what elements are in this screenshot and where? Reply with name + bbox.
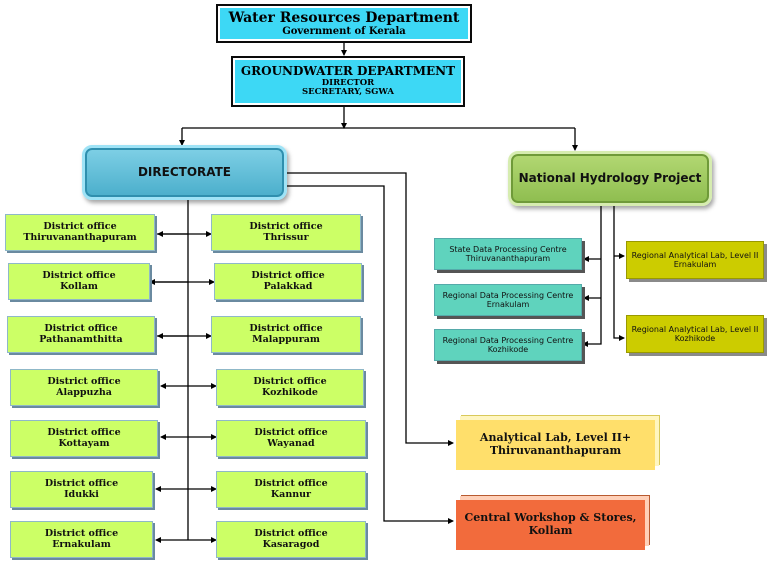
directorate-box: DIRECTORATE	[82, 145, 287, 200]
office-line2: Kottayam	[58, 437, 110, 449]
office-line2: Palakkad	[263, 280, 313, 292]
gw-line2: SECRETARY, SGWA	[301, 87, 395, 98]
office-line1: District office	[47, 426, 121, 438]
gw-line1: DIRECTOR	[321, 77, 375, 88]
lab-line2: Kozhikode	[674, 334, 716, 343]
office-line1: District office	[249, 322, 323, 334]
office-line2: Kollam	[60, 280, 98, 292]
lab-line1: Regional Analytical Lab, Level II	[631, 324, 759, 334]
office-line2: Idukki	[64, 488, 99, 500]
groundwater-dept-box: GROUNDWATER DEPARTMENT DIRECTOR SECRETAR…	[231, 56, 465, 107]
district-office-right-4: District office Kozhikode	[216, 369, 364, 406]
centre-line2: Ernakulam	[486, 300, 530, 309]
district-office-right-5: District office Wayanad	[216, 420, 366, 457]
district-office-left-3: District office Pathanamthitta	[7, 316, 155, 353]
analytical-lab-box: Analytical Lab, Level II+ Thiruvananthap…	[456, 420, 655, 470]
centre-line1: Regional Data Processing Centre	[442, 290, 574, 300]
office-line1: District office	[44, 477, 119, 489]
nhp-label: National Hydrology Project	[518, 170, 702, 185]
top-subtitle: Government of Kerala	[282, 25, 406, 37]
office-line1: District office	[254, 426, 328, 438]
district-office-left-6: District office Idukki	[10, 471, 153, 508]
centre-line1: State Data Processing Centre	[449, 244, 567, 254]
regional-data-processing-centre-ernakulam: Regional Data Processing Centre Ernakula…	[434, 284, 582, 316]
office-line1: District office	[44, 527, 119, 539]
state-data-processing-centre: State Data Processing Centre Thiruvanant…	[434, 238, 582, 270]
directorate-label: DIRECTORATE	[137, 164, 232, 179]
centre-line2: Thiruvananthapuram	[465, 254, 551, 263]
analytical-line2: Thiruvananthapuram	[489, 444, 622, 457]
district-office-right-3: District office Malappuram	[211, 316, 361, 353]
district-office-left-2: District office Kollam	[8, 263, 150, 300]
office-line1: District office	[253, 375, 327, 387]
district-office-left-4: District office Alappuzha	[10, 369, 158, 406]
district-office-left-1: District office Thiruvananthapuram	[5, 214, 155, 251]
district-office-left-7: District office Ernakulam	[10, 521, 153, 558]
office-line2: Kozhikode	[262, 386, 318, 398]
regional-data-processing-centre-kozhikode: Regional Data Processing Centre Kozhikod…	[434, 329, 582, 361]
office-line1: District office	[251, 269, 325, 281]
office-line2: Thiruvananthapuram	[23, 231, 137, 243]
analytical-line1: Analytical Lab, Level II+	[479, 431, 632, 445]
office-line2: Ernakulam	[52, 538, 111, 550]
office-line1: District office	[42, 269, 116, 281]
top-title: Water Resources Department	[228, 9, 460, 26]
district-office-left-5: District office Kottayam	[10, 420, 158, 457]
central-workshop-box: Central Workshop & Stores, Kollam	[456, 500, 645, 550]
district-office-right-7: District office Kasaragod	[216, 521, 366, 558]
workshop-line1: Central Workshop & Stores,	[464, 511, 637, 525]
district-office-right-2: District office Palakkad	[214, 263, 362, 300]
office-line2: Pathanamthitta	[39, 333, 123, 345]
regional-lab-kozhikode: Regional Analytical Lab, Level II Kozhik…	[626, 315, 764, 353]
office-line2: Malappuram	[252, 333, 320, 345]
water-resources-dept-box: Water Resources Department Government of…	[216, 4, 472, 43]
office-line2: Kannur	[270, 488, 312, 500]
office-line2: Alappuzha	[56, 386, 112, 398]
lab-line2: Ernakulam	[673, 260, 717, 269]
office-line1: District office	[254, 477, 328, 489]
office-line2: Kasaragod	[262, 538, 320, 550]
office-line1: District office	[44, 322, 118, 334]
gw-title: GROUNDWATER DEPARTMENT	[240, 63, 456, 78]
centre-line2: Kozhikode	[487, 345, 529, 354]
office-line1: District office	[249, 220, 323, 232]
office-line2: Wayanad	[267, 437, 315, 449]
nhp-box: National Hydrology Project	[508, 151, 712, 206]
district-office-right-1: District office Thrissur	[211, 214, 361, 251]
workshop-line2: Kollam	[528, 524, 573, 537]
office-line2: Thrissur	[263, 231, 309, 243]
district-office-right-6: District office Kannur	[216, 471, 366, 508]
office-line1: District office	[47, 375, 121, 387]
lab-line1: Regional Analytical Lab, Level II	[631, 250, 759, 260]
office-line1: District office	[254, 527, 328, 539]
office-line1: District office	[43, 220, 117, 232]
regional-lab-ernakulam: Regional Analytical Lab, Level II Ernaku…	[626, 241, 764, 279]
centre-line1: Regional Data Processing Centre	[442, 335, 574, 345]
